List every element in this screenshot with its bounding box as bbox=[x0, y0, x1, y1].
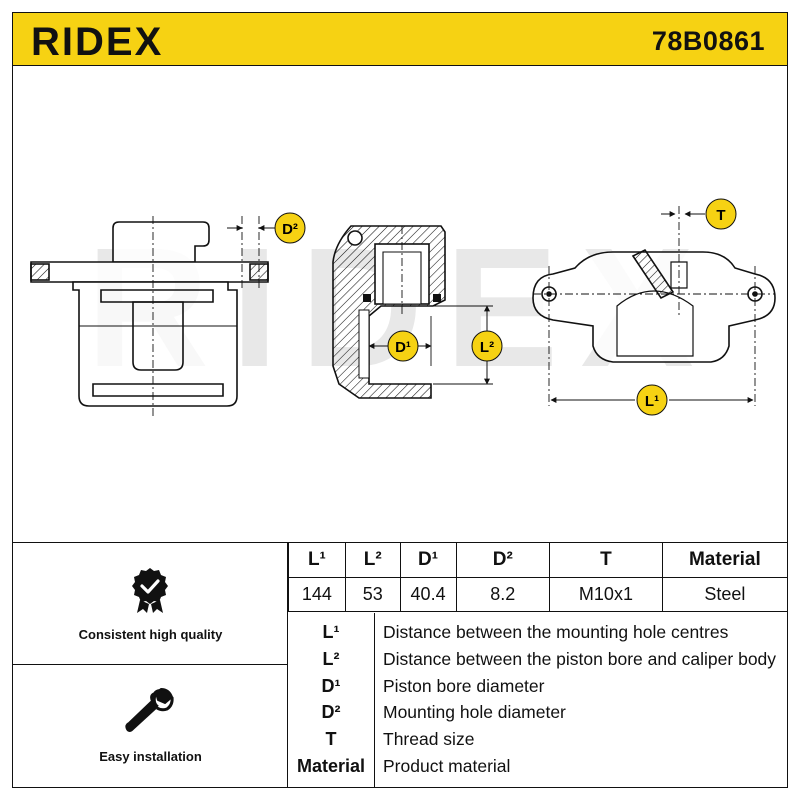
d1-label: D¹ bbox=[395, 339, 411, 356]
feature-label: Consistent high quality bbox=[78, 627, 223, 642]
legend-symbol: L¹ bbox=[322, 622, 340, 642]
svg-text:RIDEX: RIDEX bbox=[31, 21, 163, 61]
legend-symbol: Material bbox=[296, 756, 366, 776]
part-number: 78B0861 bbox=[651, 26, 765, 56]
spec-panel: Consistent high quality Easy installatio… bbox=[12, 542, 788, 788]
spec-header-d2: D² bbox=[455, 543, 551, 578]
spec-value-l2: 53 bbox=[344, 576, 401, 612]
spec-header-row: L¹ L² D¹ D² T Material bbox=[288, 543, 787, 578]
technical-drawing: RIDEX D² bbox=[12, 66, 788, 542]
legend-description: Product material bbox=[383, 756, 511, 776]
feature-quality: Consistent high quality bbox=[13, 543, 288, 665]
caliper-section-view bbox=[332, 225, 493, 399]
spec-value-l1: 144 bbox=[288, 576, 346, 612]
spec-table: L¹ L² D¹ D² T Material 144 53 40.4 8.2 M… bbox=[288, 543, 787, 612]
legend-row: Material Product material bbox=[288, 753, 788, 780]
feature-label: Easy installation bbox=[99, 749, 202, 764]
legend-symbol: D¹ bbox=[321, 676, 341, 696]
legend-row: L² Distance between the piston bore and … bbox=[288, 646, 788, 673]
spec-header-l2: L² bbox=[344, 543, 401, 578]
spec-header-material: Material bbox=[661, 543, 787, 578]
t-dimension: T bbox=[661, 198, 737, 230]
spec-header-l1: L¹ bbox=[288, 543, 346, 578]
legend-row: D² Mounting hole diameter bbox=[288, 699, 788, 726]
l1-label: L¹ bbox=[645, 393, 659, 410]
ridex-logo: RIDEX bbox=[31, 21, 163, 61]
legend-symbol: L² bbox=[322, 649, 340, 669]
spec-value-t: M10x1 bbox=[549, 576, 663, 612]
legend-row: T Thread size bbox=[288, 726, 788, 753]
spec-value-row: 144 53 40.4 8.2 M10x1 Steel bbox=[288, 576, 787, 612]
caliper-side-view bbox=[532, 206, 776, 406]
legend-row: L¹ Distance between the mounting hole ce… bbox=[288, 619, 788, 646]
d2-dimension: D² bbox=[227, 212, 306, 244]
legend-description: Piston bore diameter bbox=[383, 676, 545, 696]
d2-label: D² bbox=[282, 221, 298, 238]
l1-dimension: L¹ bbox=[550, 384, 754, 416]
l2-label: L² bbox=[480, 339, 494, 356]
legend-description: Distance between the mounting hole centr… bbox=[383, 622, 729, 642]
feature-installation: Easy installation bbox=[13, 665, 288, 787]
dimension-legend: L¹ Distance between the mounting hole ce… bbox=[288, 613, 788, 787]
legend-row: D¹ Piston bore diameter bbox=[288, 673, 788, 700]
drawing-canvas: RIDEX D² bbox=[30, 198, 776, 416]
legend-description: Distance between the piston bore and cal… bbox=[383, 649, 777, 669]
d1-dimension: D¹ bbox=[368, 330, 432, 362]
spec-value-d1: 40.4 bbox=[399, 576, 457, 612]
legend-divider bbox=[374, 613, 375, 787]
spec-header-d1: D¹ bbox=[399, 543, 457, 578]
spec-value-material: Steel bbox=[661, 576, 787, 612]
spec-header-t: T bbox=[549, 543, 663, 578]
quality-badge-icon bbox=[132, 568, 168, 613]
header-bar: RIDEX 78B0861 bbox=[12, 12, 788, 66]
feature-list: Consistent high quality Easy installatio… bbox=[13, 543, 288, 787]
spec-value-d2: 8.2 bbox=[455, 576, 551, 612]
wrench-icon bbox=[125, 688, 174, 732]
legend-symbol: D² bbox=[321, 702, 341, 722]
legend-symbol: T bbox=[325, 729, 337, 749]
legend-description: Thread size bbox=[383, 729, 475, 749]
t-label: T bbox=[716, 207, 725, 224]
legend-description: Mounting hole diameter bbox=[383, 702, 566, 722]
l2-dimension: L² bbox=[471, 305, 503, 385]
